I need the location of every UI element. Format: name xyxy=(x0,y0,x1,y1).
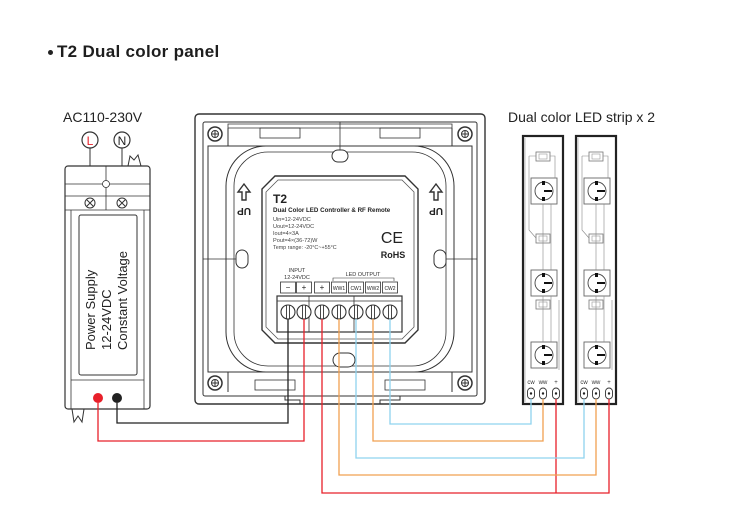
mounting-slot-icon xyxy=(332,352,356,368)
rohs-label: RoHS xyxy=(381,250,406,260)
terminal-screw-icon xyxy=(382,304,398,320)
up-arrow-icon xyxy=(236,182,252,201)
terminal-screw-icon xyxy=(280,304,296,320)
strip-pin-label: + xyxy=(554,380,558,386)
spec-iout: Iout=4×3A xyxy=(273,231,299,237)
neutral-label: N xyxy=(118,134,127,148)
wire-dc-positive xyxy=(97,319,305,442)
strip-pin-label: cw xyxy=(580,380,588,386)
svg-text:+: + xyxy=(320,283,325,292)
wire-dc-negative xyxy=(116,319,289,424)
terminal-label: − xyxy=(280,281,296,294)
strip-pin-label: ww xyxy=(538,380,548,386)
strip-pin-label: ww xyxy=(591,380,601,386)
terminal-label: WW1 xyxy=(331,281,347,294)
up-arrow-icon xyxy=(428,182,444,201)
model-label: T2 xyxy=(273,192,287,206)
led-output-label: LED OUTPUT xyxy=(346,272,381,278)
strip-pad-icon xyxy=(592,387,600,400)
input-voltage-label: 12-24VDC xyxy=(284,275,310,281)
mounting-slot-icon xyxy=(235,249,249,269)
strip-label: Dual color LED strip x 2 xyxy=(508,109,656,125)
strip-pin-label: + xyxy=(607,380,611,386)
svg-text:WW1: WW1 xyxy=(333,286,345,292)
strip-pad-icon xyxy=(580,387,588,400)
terminal-screw-icon xyxy=(331,304,347,320)
power-supply: L N Power Supply 12-24VDC Constant Volta… xyxy=(64,131,151,424)
wire-ww1 xyxy=(338,319,597,476)
svg-text:CW2: CW2 xyxy=(384,286,395,292)
terminal-screw-icon xyxy=(365,304,381,320)
title-text: T2 Dual color panel xyxy=(57,42,220,61)
mounting-slot-icon xyxy=(331,149,349,163)
input-label: INPUT xyxy=(289,268,306,274)
spec-temp: Temp range: -20°C~+55°C xyxy=(273,245,337,251)
psu-label-line-2: 12-24VDC xyxy=(99,289,114,350)
terminal-screw-icon xyxy=(348,304,364,320)
led-chip-icon xyxy=(583,269,611,297)
wire-ww2 xyxy=(372,319,544,442)
svg-text:−: − xyxy=(286,283,291,292)
dc-negative-terminal xyxy=(112,393,122,403)
clip-icon xyxy=(127,153,142,167)
terminal-label: + xyxy=(296,281,312,294)
wire-cw1 xyxy=(355,319,585,459)
resistor-icon xyxy=(588,151,604,162)
led-chip-icon xyxy=(583,341,611,369)
ac-input-label: AC110-230V xyxy=(63,109,143,125)
terminal-label: CW1 xyxy=(348,281,364,294)
svg-text:+: + xyxy=(302,283,307,292)
psu-label-line-1: Power Supply xyxy=(83,269,98,350)
wire-led-positive xyxy=(321,319,610,494)
controller-description: Dual Color LED Controller & RF Remote xyxy=(273,207,391,214)
led-chip-icon xyxy=(530,341,558,369)
spec-uout: Uout=12-24VDC xyxy=(273,224,314,230)
strip-pad-icon xyxy=(539,387,547,400)
led-chip-icon xyxy=(583,177,611,205)
terminal-label: CW2 xyxy=(382,281,398,294)
t2-panel: UP UP T2 Dual Color LED Controller & RF … xyxy=(194,113,486,405)
screw-icon xyxy=(207,126,223,142)
led-chip-icon xyxy=(530,269,558,297)
screw-icon xyxy=(207,375,223,391)
ce-mark-icon: CE xyxy=(381,230,403,247)
terminal-label: + xyxy=(314,281,330,294)
resistor-icon xyxy=(535,151,551,162)
live-label: L xyxy=(87,134,94,148)
dc-positive-terminal xyxy=(93,393,103,403)
wire-cw2 xyxy=(389,319,532,425)
psu-label-line-3: Constant Voltage xyxy=(115,251,130,350)
strip-pin-label: cw xyxy=(527,380,535,386)
bullet-icon xyxy=(48,50,53,56)
mounting-slot-icon xyxy=(433,249,447,269)
strip-pad-icon xyxy=(552,387,560,400)
spec-uin: Uin=12-24VDC xyxy=(273,217,311,223)
led-chip-icon xyxy=(530,177,558,205)
screw-icon xyxy=(457,375,473,391)
terminal-label: WW2 xyxy=(365,281,381,294)
terminal-screw-icon xyxy=(314,304,330,320)
svg-text:WW2: WW2 xyxy=(367,286,379,292)
strip-pad-icon xyxy=(527,387,535,400)
terminal-screw-icon xyxy=(296,304,312,320)
up-label-right: UP xyxy=(429,205,443,216)
screw-icon xyxy=(457,126,473,142)
up-label-left: UP xyxy=(237,205,251,216)
strip-pad-icon xyxy=(605,387,613,400)
svg-text:CW1: CW1 xyxy=(350,286,361,292)
spec-pout: Pout=4×(36-72)W xyxy=(273,238,318,244)
page-title: T2 Dual color panel xyxy=(48,42,220,62)
